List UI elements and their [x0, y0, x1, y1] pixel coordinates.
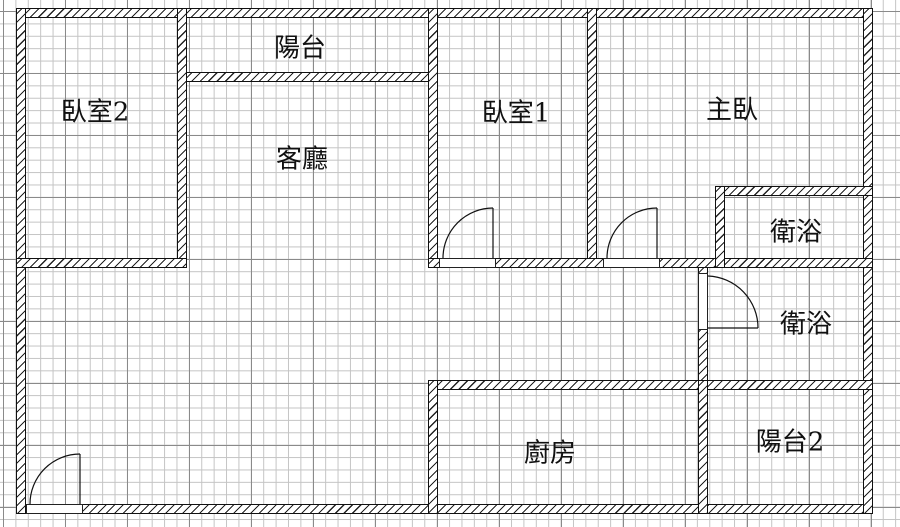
door-icon-bedroom1[interactable] — [442, 207, 494, 259]
wall-bath1-left — [715, 186, 725, 268]
room-label-master: 主臥 — [705, 95, 759, 126]
room-label-living: 客廳 — [275, 144, 329, 175]
door-gap-bath2 — [698, 273, 708, 330]
room-label-bedroom1: 臥室1 — [481, 98, 551, 129]
room-label-bedroom2: 臥室2 — [60, 97, 130, 128]
room-label-bath2: 衛浴 — [779, 309, 833, 340]
room-label-kitchen: 廚房 — [523, 438, 577, 469]
door-icon-bath2[interactable] — [707, 275, 759, 329]
door-gap-bedroom1 — [439, 258, 496, 268]
wall-kitchen-left — [428, 380, 438, 514]
door-icon-entrance[interactable] — [29, 453, 81, 505]
door-icon-master[interactable] — [606, 207, 658, 259]
wall-kitchen-right — [698, 380, 708, 514]
door-gap-master — [603, 258, 660, 268]
room-label-balcony: 陽台 — [273, 33, 327, 64]
room-label-balcony2: 陽台2 — [755, 427, 825, 458]
room-label-bath1: 衛浴 — [769, 217, 823, 248]
wall-bedroom2-bottom — [16, 258, 187, 268]
door-gap-entrance — [26, 504, 83, 514]
